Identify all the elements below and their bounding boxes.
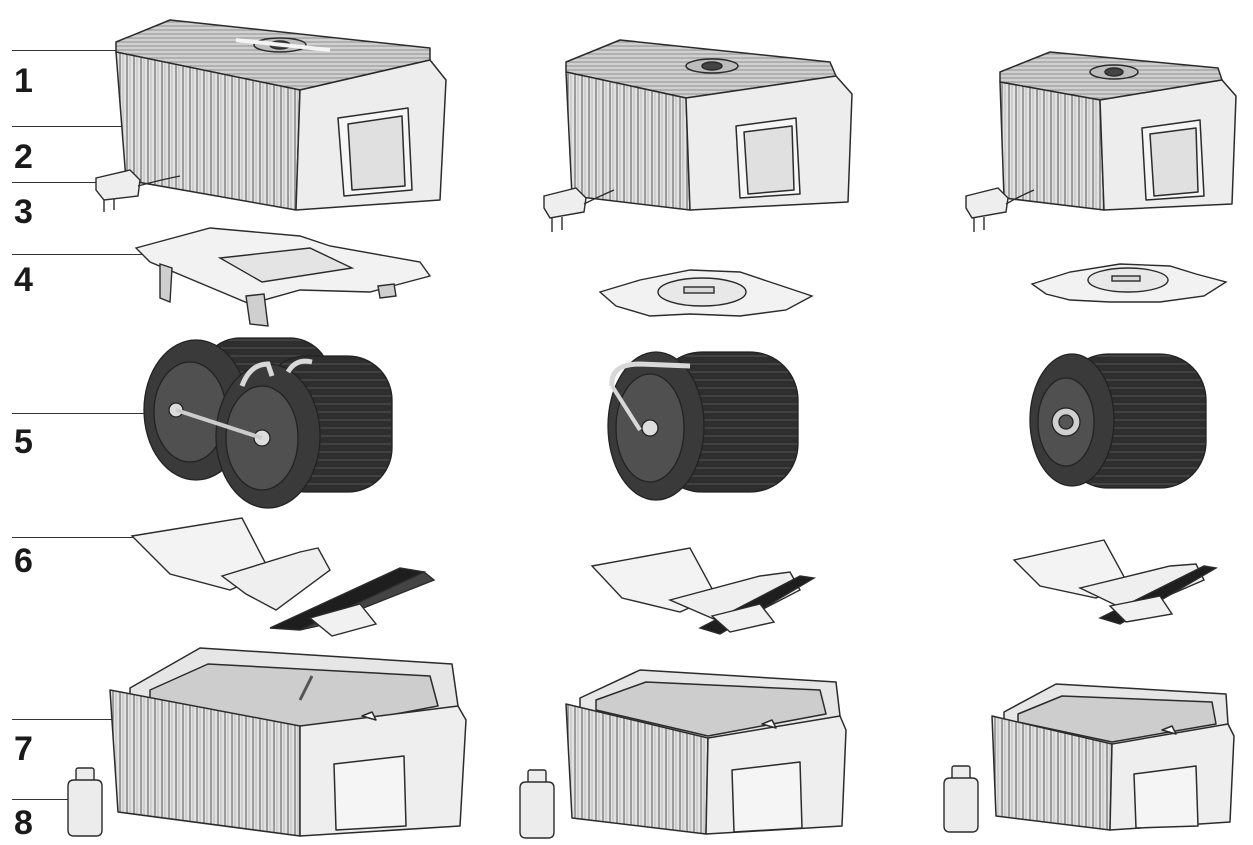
medium-hygiene-bottle bbox=[519, 769, 555, 839]
medium-power-adapter bbox=[543, 187, 615, 232]
callout-6: 6 bbox=[14, 542, 33, 580]
small-float-tray bbox=[1012, 539, 1219, 625]
medium-cover-plate bbox=[598, 269, 814, 317]
large-top-housing bbox=[115, 19, 447, 211]
leader-line-3 bbox=[12, 182, 102, 183]
leader-line-6 bbox=[12, 537, 142, 538]
small-power-adapter bbox=[965, 187, 1035, 232]
leader-line-2 bbox=[12, 126, 134, 127]
leader-line-7 bbox=[12, 719, 122, 720]
callout-8: 8 bbox=[14, 804, 33, 842]
large-disc-stack bbox=[143, 337, 393, 509]
callout-3: 3 bbox=[14, 193, 33, 231]
small-water-tank bbox=[991, 683, 1235, 831]
leader-line-8 bbox=[12, 799, 74, 800]
leader-line-5 bbox=[12, 413, 160, 414]
large-cover-plate bbox=[134, 227, 432, 327]
large-power-adapter bbox=[95, 169, 181, 212]
small-hygiene-bottle bbox=[943, 765, 979, 833]
large-hygiene-bottle bbox=[67, 767, 103, 837]
small-cover-plate bbox=[1030, 263, 1228, 303]
medium-water-tank bbox=[565, 669, 847, 835]
large-float-tray bbox=[130, 517, 436, 637]
callout-7: 7 bbox=[14, 730, 33, 768]
callout-5: 5 bbox=[14, 423, 33, 461]
callout-1: 1 bbox=[14, 62, 33, 100]
callout-2: 2 bbox=[14, 138, 33, 176]
medium-top-housing bbox=[565, 39, 853, 211]
small-top-housing bbox=[999, 51, 1237, 211]
medium-disc-stack bbox=[607, 351, 799, 501]
callout-4: 4 bbox=[14, 261, 33, 299]
small-disc-stack bbox=[1029, 353, 1207, 489]
leader-line-4 bbox=[12, 254, 154, 255]
large-water-tank bbox=[109, 647, 467, 837]
medium-float-tray bbox=[590, 547, 817, 635]
